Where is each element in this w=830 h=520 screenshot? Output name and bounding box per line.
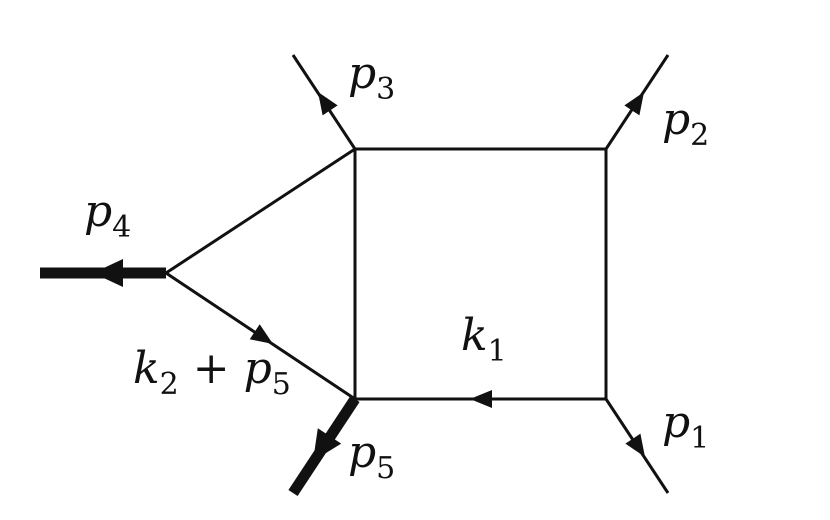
arrow-k1-icon xyxy=(470,390,492,408)
arrow-p4-icon xyxy=(93,259,123,287)
arrow-p1-icon xyxy=(625,433,645,457)
label-p5: p5 xyxy=(348,427,395,486)
arrow-p5-icon xyxy=(313,428,342,461)
arrow-p3-icon xyxy=(318,92,338,116)
label-k1: k1 xyxy=(461,310,507,369)
arrow-k2p5-icon xyxy=(249,324,273,344)
label-p4: p4 xyxy=(84,186,131,245)
label-p2: p2 xyxy=(662,94,709,153)
triangle-upper-edge xyxy=(165,147,356,275)
label-p3: p3 xyxy=(348,48,395,107)
arrow-p2-icon xyxy=(624,92,644,116)
label-p1: p1 xyxy=(662,397,709,456)
label-k2-plus-p5: k2 + p5 xyxy=(133,343,291,402)
